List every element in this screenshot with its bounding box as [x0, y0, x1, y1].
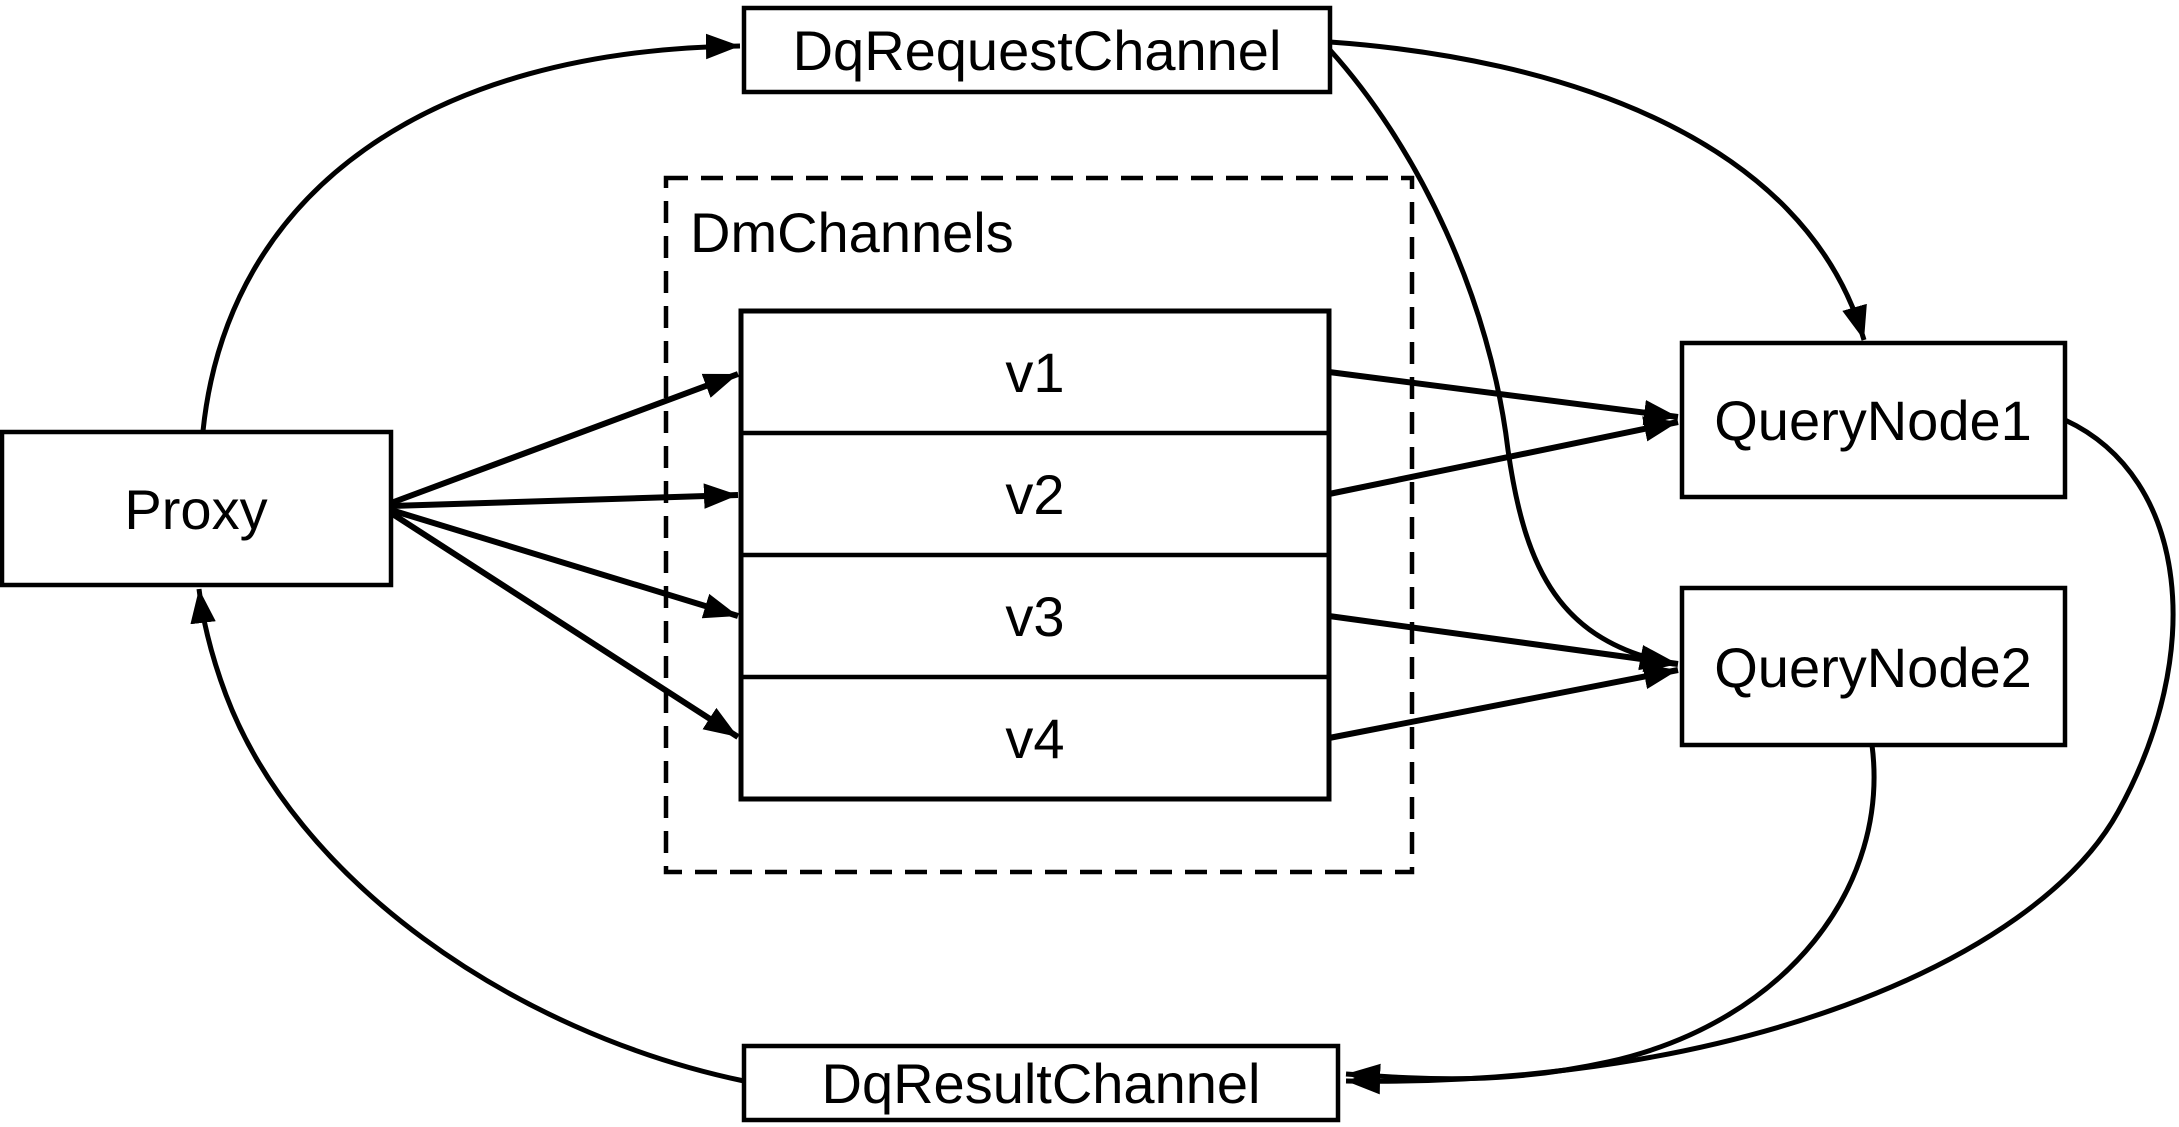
edge-proxy-to-v2	[390, 483, 739, 509]
querynode2-label: QueryNode2	[1714, 636, 2032, 699]
node-dqrequestchannel: DqRequestChannel	[741, 5, 1333, 95]
row-v2-label: v2	[1005, 463, 1064, 526]
node-dqresultchannel: DqResultChannel	[741, 1043, 1341, 1123]
querynode1-box	[1679, 340, 2068, 500]
node-channel-table: v1 v2 v3 v4	[738, 308, 1332, 802]
edge-dqresultchannel-to-proxy	[190, 588, 745, 1084]
querynode1-label: QueryNode1	[1714, 389, 2032, 452]
edge-v3-to-querynode2	[1328, 613, 1679, 672]
row-v1-label: v1	[1005, 341, 1064, 404]
edge-dqrequestchannel-to-querynode1	[1329, 39, 1867, 341]
edges-group	[190, 33, 2176, 1095]
edge-v1-to-querynode1	[1328, 369, 1679, 426]
querynode2-box	[1679, 585, 2068, 748]
edge-proxy-to-dqrequestchannel	[200, 33, 741, 432]
node-dmchannels-group: DmChannels	[663, 175, 1415, 875]
proxy-box	[0, 429, 394, 588]
node-proxy: Proxy	[0, 429, 394, 588]
node-querynode1: QueryNode1	[1679, 340, 2068, 500]
row-v4-label: v4	[1005, 707, 1064, 770]
proxy-label: Proxy	[124, 478, 267, 541]
row-v3-label: v3	[1005, 585, 1064, 648]
edge-dqrequestchannel-to-querynode2	[1328, 48, 1675, 671]
edge-proxy-to-v1	[389, 371, 740, 506]
dqrequestchannel-label: DqRequestChannel	[793, 19, 1282, 82]
edge-proxy-to-v3	[390, 507, 739, 619]
dmchannels-dashed-box	[663, 175, 1415, 875]
edge-querynode2-to-dqresultchannel	[1345, 744, 1877, 1090]
edge-v4-to-querynode2	[1328, 663, 1679, 741]
dqresultchannel-label: DqResultChannel	[822, 1052, 1261, 1115]
node-querynode2: QueryNode2	[1679, 585, 2068, 748]
edge-v2-to-querynode1	[1328, 416, 1679, 497]
edge-proxy-to-v4	[389, 510, 740, 740]
dmchannels-label: DmChannels	[690, 201, 1014, 264]
edge-querynode1-to-dqresultchannel	[1345, 417, 2176, 1095]
dqresultchannel-box	[741, 1043, 1341, 1123]
dqrequestchannel-box	[741, 5, 1333, 95]
